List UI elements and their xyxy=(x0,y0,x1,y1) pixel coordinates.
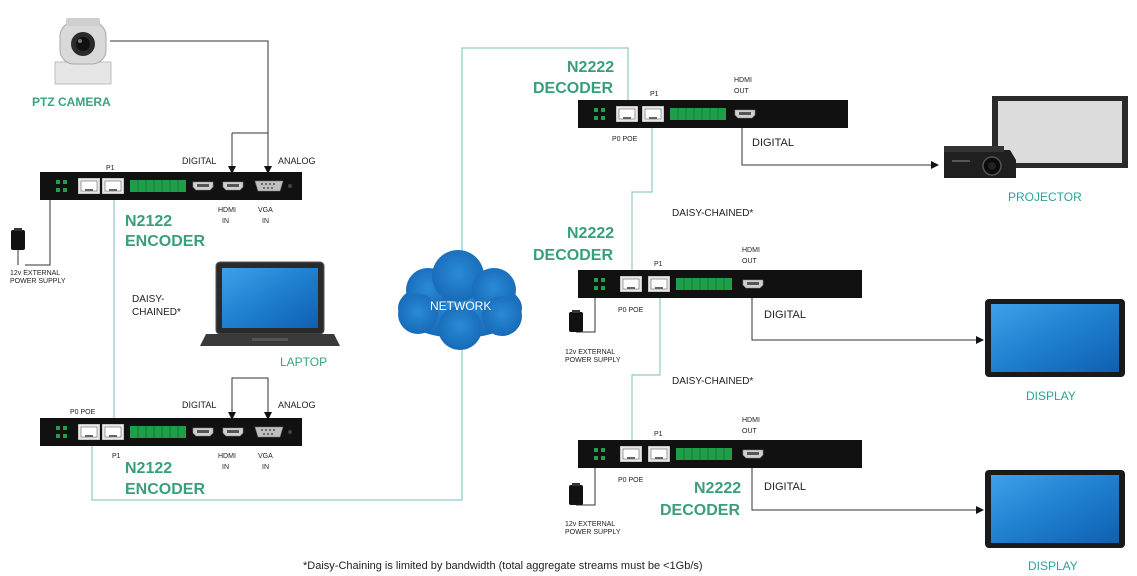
encoder-bottom-port-p0: P0 POE xyxy=(70,409,96,416)
laptop-daisy-2: CHAINED* xyxy=(132,307,181,318)
encoder-top-vga-2: IN xyxy=(262,218,269,225)
wire-psu-decoder2 xyxy=(576,298,596,333)
decoder3-psu-icon xyxy=(569,483,583,505)
laptop-daisy-1: DAISY- xyxy=(132,294,164,305)
encoder-top-model: N2122 xyxy=(125,213,172,230)
encoder-bottom-vga-1: VGA xyxy=(258,453,273,460)
wire-decoder1-projector xyxy=(741,116,935,166)
display-2-label: DISPLAY xyxy=(1028,559,1078,573)
decoder1-port-p0: P0 POE xyxy=(612,136,638,143)
encoder-top-psu-2: POWER SUPPLY xyxy=(10,278,66,285)
decoder1-port-p1: P1 xyxy=(650,91,659,98)
wire-decoder1-to-decoder2 xyxy=(631,128,653,270)
network-cloud-icon xyxy=(398,250,522,350)
decoder1-device xyxy=(578,100,848,128)
decoder3-hdmi-2: OUT xyxy=(742,428,758,435)
wire-camera-analog xyxy=(110,40,269,172)
display-2-icon xyxy=(985,470,1125,548)
arrow-analog-top xyxy=(264,166,272,174)
wire-psu-encoder-top xyxy=(17,200,51,266)
encoder-bottom-vga-2: IN xyxy=(262,464,269,471)
decoder2-port-p0: P0 POE xyxy=(618,307,644,314)
encoder-bottom-digital: DIGITAL xyxy=(182,400,216,410)
decoder2-psu-1: 12v EXTERNAL xyxy=(565,349,615,356)
projection-screen-icon xyxy=(992,96,1128,168)
decoder1-hdmi-2: OUT xyxy=(734,88,750,95)
arrow-digital-top xyxy=(228,166,236,174)
arrow-display2 xyxy=(976,506,984,514)
display-1-icon xyxy=(985,299,1125,377)
daisy-chain-label-2: DAISY-CHAINED* xyxy=(672,376,753,387)
decoder2-hdmi-1: HDMI xyxy=(742,247,760,254)
decoder3-device xyxy=(578,440,862,468)
decoder3-psu-1: 12v EXTERNAL xyxy=(565,521,615,528)
arrow-display1 xyxy=(976,336,984,344)
arrow-projector xyxy=(931,161,939,169)
decoder2-psu-icon xyxy=(569,310,583,332)
encoder-bottom-analog: ANALOG xyxy=(278,400,316,410)
daisy-chain-label-1: DAISY-CHAINED* xyxy=(672,208,753,219)
encoder-top-psu-icon xyxy=(11,228,25,250)
decoder3-type: DECODER xyxy=(660,502,740,519)
display-1-label: DISPLAY xyxy=(1026,389,1076,403)
encoder-bottom-device xyxy=(40,418,302,446)
wire-laptop-digital xyxy=(231,377,269,418)
decoder2-type: DECODER xyxy=(533,247,613,264)
encoder-top-psu-1: 12v EXTERNAL xyxy=(10,270,60,277)
encoder-bottom-port-p1: P1 xyxy=(112,453,121,460)
projector-label: PROJECTOR xyxy=(1008,190,1082,204)
encoder-top-analog: ANALOG xyxy=(278,156,316,166)
encoder-bottom-hdmi-1: HDMI xyxy=(218,453,236,460)
encoder-top-digital: DIGITAL xyxy=(182,156,216,166)
decoder1-type: DECODER xyxy=(533,80,613,97)
wire-decoder2-to-decoder3 xyxy=(631,298,661,440)
decoder2-device xyxy=(578,270,862,298)
wire-decoder3-display2 xyxy=(751,458,980,511)
encoder-top-device xyxy=(40,172,302,200)
decoder3-model: N2222 xyxy=(694,480,741,497)
footnote: *Daisy-Chaining is limited by bandwidth … xyxy=(303,560,703,572)
wire-decoder2-display1 xyxy=(751,288,980,341)
wire-psu-decoder3 xyxy=(576,468,596,506)
ptz-camera-icon xyxy=(54,18,112,85)
network-label: NETWORK xyxy=(430,299,491,313)
decoder2-model: N2222 xyxy=(567,225,614,242)
decoder1-digital: DIGITAL xyxy=(752,137,794,149)
encoder-bottom-type: ENCODER xyxy=(125,481,205,498)
laptop-icon xyxy=(200,261,340,346)
encoder-top-hdmi-2: IN xyxy=(222,218,229,225)
decoder1-model: N2222 xyxy=(567,59,614,76)
arrow-analog-bottom xyxy=(264,412,272,420)
arrow-digital-bottom xyxy=(228,412,236,420)
camera-label: PTZ CAMERA xyxy=(32,95,111,109)
encoder-bottom-hdmi-2: IN xyxy=(222,464,229,471)
decoder1-hdmi-1: HDMI xyxy=(734,77,752,84)
projector-icon xyxy=(944,146,1016,178)
encoder-top-type: ENCODER xyxy=(125,233,205,250)
decoder3-hdmi-1: HDMI xyxy=(742,417,760,424)
decoder3-psu-2: POWER SUPPLY xyxy=(565,529,621,536)
decoder2-hdmi-2: OUT xyxy=(742,258,758,265)
decoder3-port-p1: P1 xyxy=(654,431,663,438)
encoder-top-hdmi-1: HDMI xyxy=(218,207,236,214)
decoder2-port-p1: P1 xyxy=(654,261,663,268)
encoder-bottom-model: N2122 xyxy=(125,460,172,477)
encoder-top-port-p1: P1 xyxy=(106,165,115,172)
decoder2-digital: DIGITAL xyxy=(764,309,806,321)
laptop-label: LAPTOP xyxy=(280,355,327,369)
decoder3-port-p0: P0 POE xyxy=(618,477,644,484)
decoder3-digital: DIGITAL xyxy=(764,481,806,493)
encoder-top-vga-1: VGA xyxy=(258,207,273,214)
decoder2-psu-2: POWER SUPPLY xyxy=(565,357,621,364)
